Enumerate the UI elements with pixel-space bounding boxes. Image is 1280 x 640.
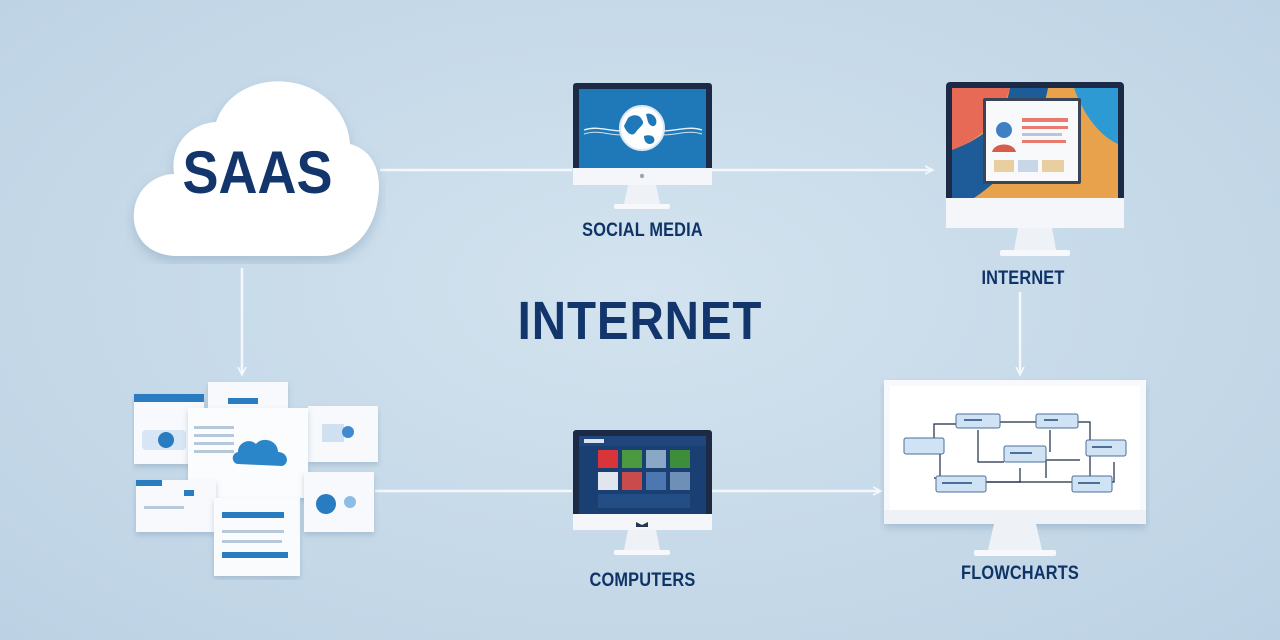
saas-node — [126, 74, 386, 264]
internet-label: INTERNET — [981, 268, 1065, 289]
internet-node — [944, 80, 1126, 258]
flowchart-monitor-icon — [884, 380, 1146, 556]
dashboards-node — [132, 380, 382, 580]
dashboard-stack-icon — [134, 382, 378, 576]
flowcharts-label: FLOWCHARTS — [961, 563, 1079, 584]
saas-label: SAAS — [182, 139, 333, 206]
computers-label: COMPUTERS — [589, 570, 696, 591]
web-page-monitor-icon — [946, 82, 1124, 256]
cloud-icon — [133, 81, 379, 256]
social-media-label: SOCIAL MEDIA — [582, 220, 703, 241]
flowcharts-node — [880, 378, 1150, 560]
app-grid-monitor-icon — [573, 430, 712, 555]
social-media-node — [570, 80, 715, 215]
computers-node — [570, 428, 715, 560]
globe-monitor-icon — [573, 83, 712, 209]
center-title: INTERNET — [517, 291, 763, 351]
